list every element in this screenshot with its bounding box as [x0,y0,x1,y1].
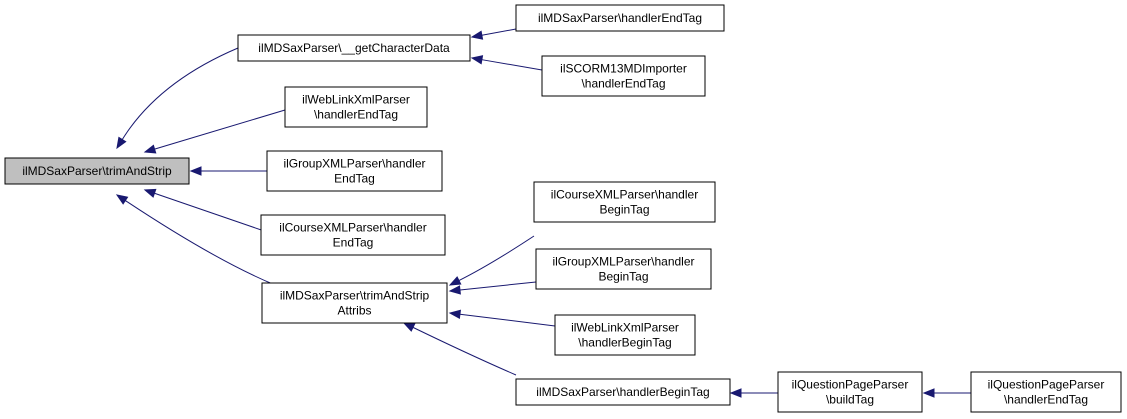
node-box [541,55,706,97]
edge-arrowhead [448,276,462,286]
edge-arrowhead [448,309,462,319]
node-label: ilWebLinkXmlParser [302,93,410,107]
node-courseBegin[interactable]: ilCourseXMLParser\handlerBeginTag [533,181,716,223]
edge-line [459,313,556,327]
node-label: ilMDSaxParser\trimAndStrip [280,289,430,303]
node-label: Attribs [337,304,371,318]
node-box [970,371,1122,413]
edge-scormEnd-to-getCharData [470,55,543,71]
edge-webLinkBegin-to-trimAttribs [448,309,556,327]
node-groupEnd[interactable]: ilGroupXMLParser\handlerEndTag [266,150,443,192]
node-label: ilMDSaxParser\handlerBeginTag [536,385,709,399]
edge-line [459,281,537,291]
edge-courseEnd-to-root [143,188,271,234]
node-label: ilMDSaxParser\handlerEndTag [538,11,702,25]
edge-mdBegin-to-trimAttribs [402,322,517,376]
node-label: ilQuestionPageParser [792,378,909,392]
edge-arrowhead [729,388,742,398]
node-label: ilGroupXMLParser\handler [552,255,694,269]
node-box [4,157,190,185]
edge-line [481,28,517,36]
edge-arrowhead [470,30,484,40]
node-label: \handlerBeginTag [578,336,671,350]
node-label: \handlerEndTag [314,108,398,122]
edge-qpBuild-to-mdBegin [729,388,778,398]
edge-line [481,59,543,71]
edges [115,28,971,398]
node-box [535,248,712,290]
node-label: ilMDSaxParser\trimAndStrip [22,164,172,178]
edge-arrowhead [143,144,157,154]
node-label: ilQuestionPageParser [988,378,1105,392]
edge-arrowhead [448,285,461,295]
edge-line [412,326,517,376]
node-label: ilMDSaxParser\__getCharacterData [258,41,450,55]
node-mdBegin[interactable]: ilMDSaxParser\handlerBeginTag [515,378,731,406]
node-label: BeginTag [599,203,649,217]
edge-groupEnd-to-root [189,166,267,176]
node-box [515,378,731,406]
node-courseEnd[interactable]: ilCourseXMLParser\handlerEndTag [260,214,446,256]
nodes: ilMDSaxParser\trimAndStripilMDSaxParser\… [4,4,1122,413]
node-box [266,150,443,192]
edge-arrowhead [115,194,129,205]
node-box [554,314,696,356]
node-webLinkBegin[interactable]: ilWebLinkXmlParser\handlerBeginTag [554,314,696,356]
edge-qpEnd-to-qpBuild [922,388,971,398]
node-box [237,34,471,62]
edge-getCharData-to-root [116,47,239,150]
edge-arrowhead [402,322,416,332]
node-box [515,4,725,32]
node-box [533,181,716,223]
node-qpBuild[interactable]: ilQuestionPageParser\buildTag [777,371,923,413]
edge-arrowhead [116,136,127,150]
node-box [260,214,446,256]
node-label: EndTag [334,172,375,186]
node-label: \handlerEndTag [581,77,665,91]
edge-line [458,235,535,281]
node-label: ilCourseXMLParser\handler [279,221,426,235]
edge-line [121,47,239,140]
node-root[interactable]: ilMDSaxParser\trimAndStrip [4,157,190,185]
edge-webLinkEnd-to-root [143,109,286,154]
node-groupBegin[interactable]: ilGroupXMLParser\handlerBeginTag [535,248,712,290]
edge-courseBegin-to-trimAttribs [448,235,535,286]
node-box [261,282,448,324]
edge-arrowhead [189,166,202,176]
node-webLinkEnd[interactable]: ilWebLinkXmlParser\handlerEndTag [284,86,428,128]
node-label: ilGroupXMLParser\handler [283,157,425,171]
edge-line [154,192,271,234]
node-box [284,86,428,128]
node-label: ilSCORM13MDImporter [560,62,687,76]
node-box [777,371,923,413]
node-label: \buildTag [826,393,874,407]
node-label: BeginTag [598,270,648,284]
edge-arrowhead [470,55,484,65]
edge-line [154,109,286,150]
node-label: ilWebLinkXmlParser [571,321,679,335]
node-getCharData[interactable]: ilMDSaxParser\__getCharacterData [237,34,471,62]
edge-mdEnd-to-getCharData [470,28,517,40]
node-mdEnd[interactable]: ilMDSaxParser\handlerEndTag [515,4,725,32]
edge-arrowhead [143,188,157,198]
edge-groupBegin-to-trimAttribs [448,281,537,295]
edge-line [125,200,276,286]
edge-arrowhead [922,388,935,398]
node-label: ilCourseXMLParser\handler [551,188,698,202]
edge-trimAttribs-to-root [115,194,276,286]
node-qpEnd[interactable]: ilQuestionPageParser\handlerEndTag [970,371,1122,413]
node-label: \handlerEndTag [1004,393,1088,407]
node-scormEnd[interactable]: ilSCORM13MDImporter\handlerEndTag [541,55,706,97]
node-label: EndTag [333,236,374,250]
